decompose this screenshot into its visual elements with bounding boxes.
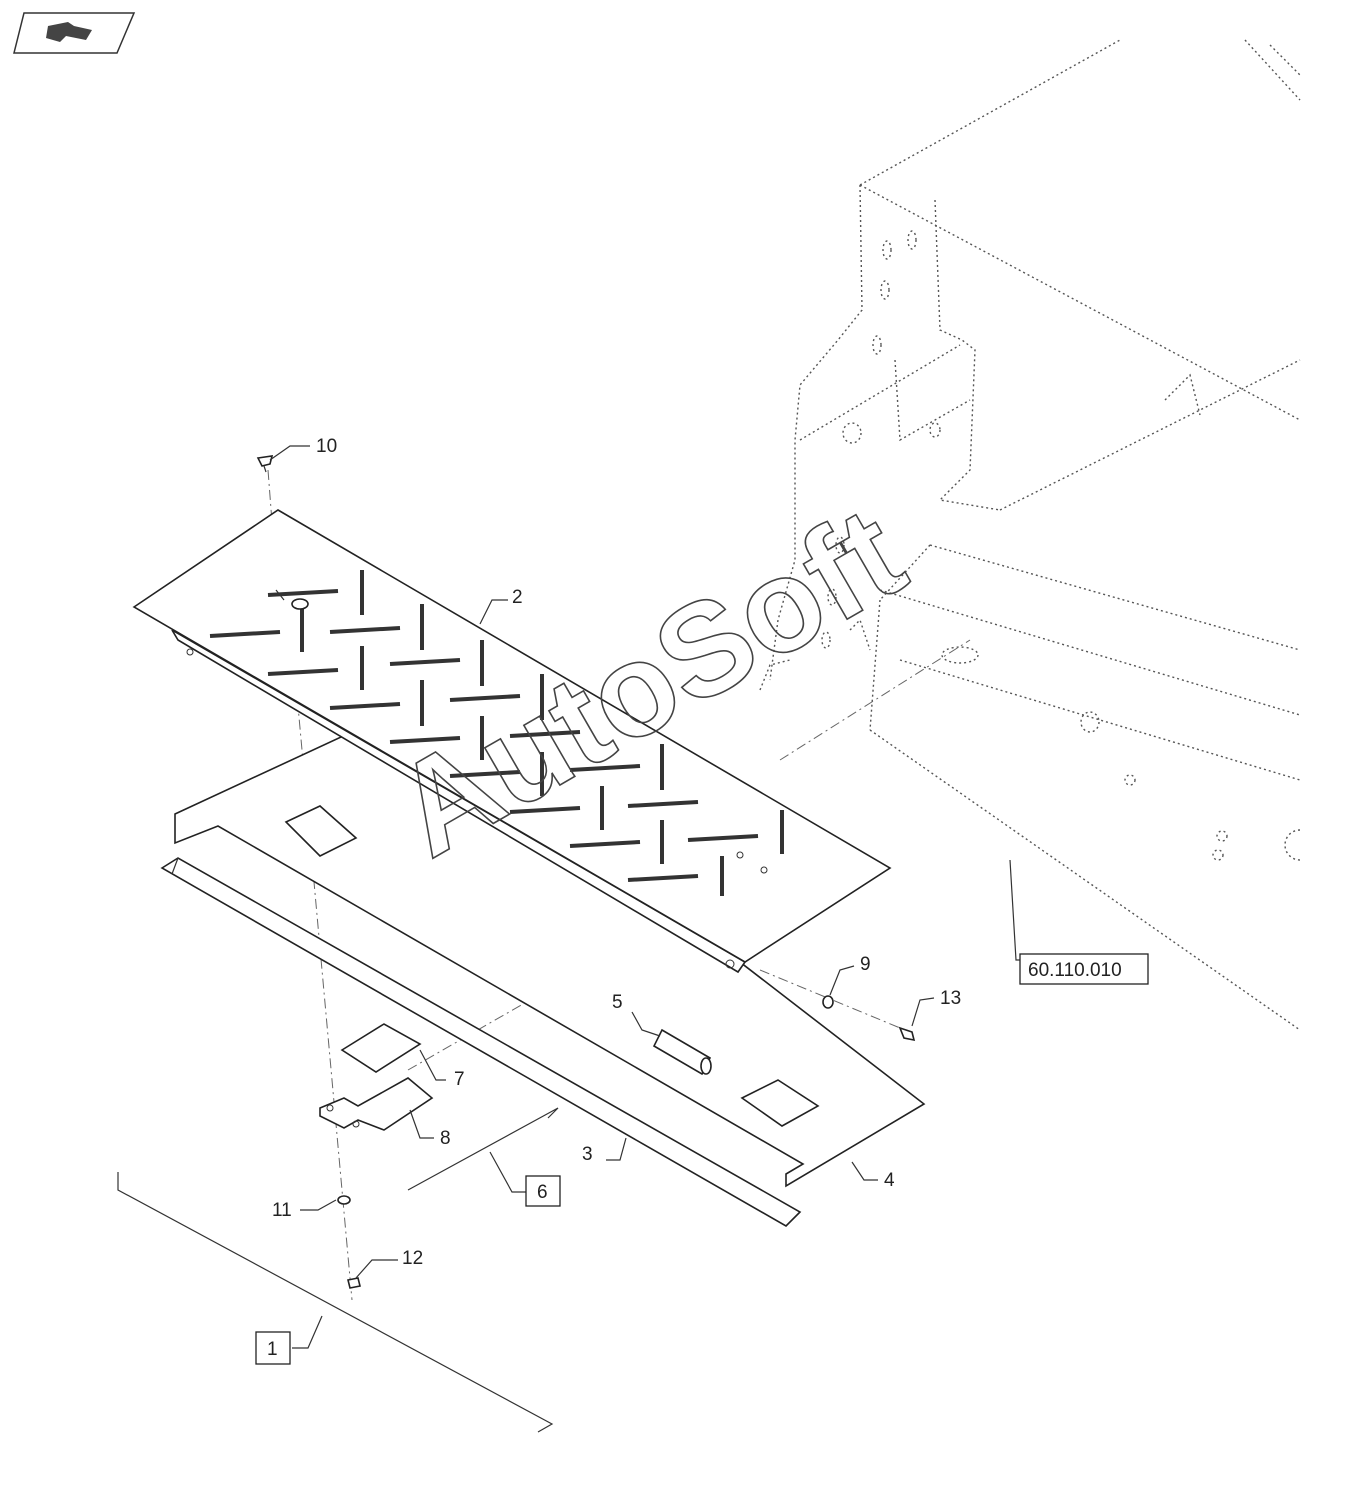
- callout-box-1[interactable]: 1: [255, 1331, 291, 1365]
- callout-7: 7: [454, 1069, 465, 1090]
- part-11-washer: [337, 1195, 351, 1205]
- callout-10: 10: [316, 436, 337, 457]
- part-4-plate: [174, 705, 926, 1188]
- reference-box-frame[interactable]: 60.110.010: [1019, 953, 1149, 985]
- part-7-clip: [340, 1023, 422, 1073]
- plate-cutout-right: [740, 1079, 820, 1127]
- callout-4: 4: [884, 1170, 895, 1191]
- page-navigation-icon[interactable]: [13, 12, 136, 54]
- part-8-bracket: [319, 1077, 434, 1131]
- callout-2: 2: [512, 587, 523, 608]
- part-12-nut: [347, 1277, 361, 1289]
- callout-13: 13: [940, 988, 961, 1009]
- machine-frame: [759, 39, 1301, 1031]
- part-9-washer: [822, 995, 834, 1009]
- plate-cutout-left: [284, 805, 358, 857]
- part-5-spacer: [652, 1028, 712, 1076]
- callout-11: 11: [272, 1200, 292, 1221]
- reference-brackets: [117, 1107, 559, 1433]
- part-10-screw: [256, 455, 274, 473]
- callout-3: 3: [582, 1144, 593, 1165]
- part-2-tread-plate: [132, 509, 892, 974]
- part-3-strip: [160, 857, 802, 1227]
- callout-6: 6: [537, 1182, 548, 1203]
- callout-5: 5: [612, 992, 623, 1013]
- part-13-bolt: [898, 1026, 916, 1042]
- tread-pattern: [209, 570, 784, 896]
- callout-9: 9: [860, 954, 871, 975]
- callout-12: 12: [402, 1248, 423, 1269]
- frame-reference-label: 60.110.010: [1028, 960, 1122, 981]
- callout-1: 1: [267, 1339, 278, 1360]
- callout-box-6[interactable]: 6: [525, 1175, 561, 1207]
- callout-8: 8: [440, 1128, 451, 1149]
- tread-plate-bolt: [275, 589, 309, 610]
